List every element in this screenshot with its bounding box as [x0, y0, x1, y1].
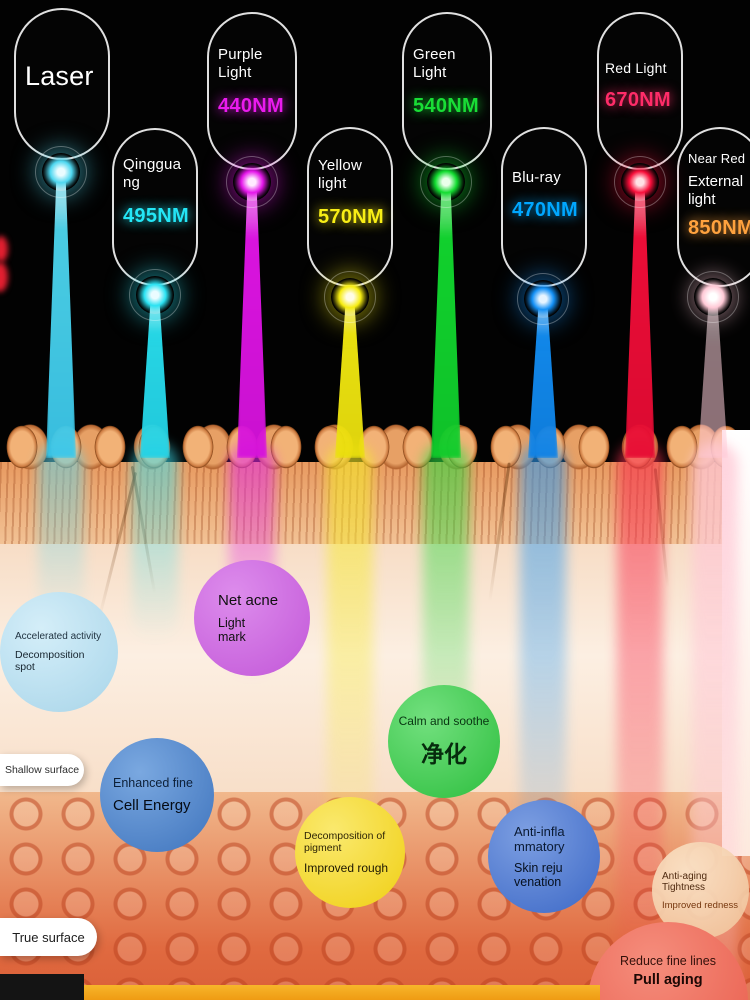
bubble-cell-energy: Enhanced fine Cell Energy — [100, 738, 214, 852]
wavelength-label: 495NM — [123, 204, 189, 227]
light-capsule-red: Red Light 670NM — [597, 12, 683, 170]
light-name: Yellow light — [318, 157, 363, 193]
bubble-line: 净化 — [421, 741, 467, 767]
bubble-line: Enhanced fine — [113, 776, 193, 790]
bubble-pigment: Decomposition of pigment Improved rough — [295, 797, 405, 908]
layer-label-text: True surface — [12, 929, 85, 945]
light-capsule-green: Green Light 540NM — [402, 12, 492, 170]
purple-led-dot — [226, 156, 278, 208]
bubble-line: Reduce fine lines — [620, 954, 716, 968]
wavelength-label: 540NM — [413, 94, 479, 117]
bubble-line: Pull aging — [633, 972, 703, 988]
label-true-surface: True surface — [0, 918, 97, 956]
bubble-line: Cell Energy — [113, 797, 191, 814]
edge-red-glow — [0, 262, 8, 292]
light-name: Near Red — [688, 151, 746, 166]
bubble-line: Decomposition of pigment — [304, 830, 386, 854]
bottom-orange-bar — [84, 985, 600, 1000]
blue-led-dot — [517, 273, 569, 325]
wavelength-label: 470NM — [512, 199, 578, 222]
light-capsule-qingguang: Qinggua ng 495NM — [112, 128, 198, 286]
light-capsule-blue: Blu-ray 470NM — [501, 127, 587, 287]
bubble-anti-inflammatory: Anti-infla mmatory Skin reju venation — [488, 800, 600, 913]
wavelength-label: 440NM — [218, 94, 284, 117]
bubble-decomposition-spot: Accelerated activity Decomposition spot — [0, 592, 118, 712]
light-capsule-purple: Purple Light 440NM — [207, 12, 297, 170]
light-name: Purple Light — [218, 46, 263, 82]
red-led-dot — [614, 156, 666, 208]
light-capsule-near-infrared: Near Red External light 850NM — [677, 127, 750, 287]
label-shallow-surface: Shallow surface — [0, 754, 84, 786]
bubble-net-acne: Net acne Light mark — [194, 560, 310, 676]
laser-led-dot — [35, 146, 87, 198]
bubble-line: Anti-aging Tightness — [662, 870, 708, 893]
bubble-line: Skin reju venation — [514, 861, 563, 889]
bubble-calm-soothe: Calm and soothe 净化 — [388, 685, 500, 798]
light-name-secondary: External light — [688, 172, 744, 208]
layer-label-text: Shallow surface — [4, 764, 80, 776]
light-name: Red Light — [605, 60, 667, 76]
light-name: Laser — [25, 61, 94, 91]
bubble-line: Decomposition spot — [15, 649, 85, 673]
bottom-dark-corner — [0, 974, 84, 1000]
light-capsule-yellow: Yellow light 570NM — [307, 127, 393, 287]
bubble-line: Improved redness — [662, 899, 739, 911]
edge-red-glow — [0, 236, 8, 262]
yellow-led-dot — [324, 271, 376, 323]
bubble-line: Accelerated activity — [15, 631, 102, 642]
light-name: Blu-ray — [512, 169, 561, 186]
bubble-line: Anti-infla mmatory — [514, 824, 565, 854]
red-beam-skin-glow — [617, 442, 663, 1000]
green-led-dot — [420, 156, 472, 208]
bubble-line: Light mark — [218, 616, 246, 644]
wavelength-label: 850NM — [688, 216, 750, 239]
cyan-led-dot — [129, 269, 181, 321]
black-sky — [0, 0, 750, 470]
wavelength-label: 570NM — [318, 205, 384, 228]
wavelength-label: 670NM — [605, 89, 671, 112]
bubble-line: Net acne — [218, 592, 279, 609]
cyan-beam-skin-glow — [132, 442, 178, 642]
light-name: Qinggua ng — [123, 156, 182, 192]
light-capsule-laser: Laser — [14, 8, 110, 160]
light-name: Green Light — [413, 46, 456, 82]
bubble-line: Calm and soothe — [398, 714, 490, 728]
bubble-line: Improved rough — [304, 861, 389, 875]
near-infrared-led-dot — [687, 271, 739, 323]
bubble-anti-aging: Anti-aging Tightness Improved redness — [652, 842, 749, 939]
